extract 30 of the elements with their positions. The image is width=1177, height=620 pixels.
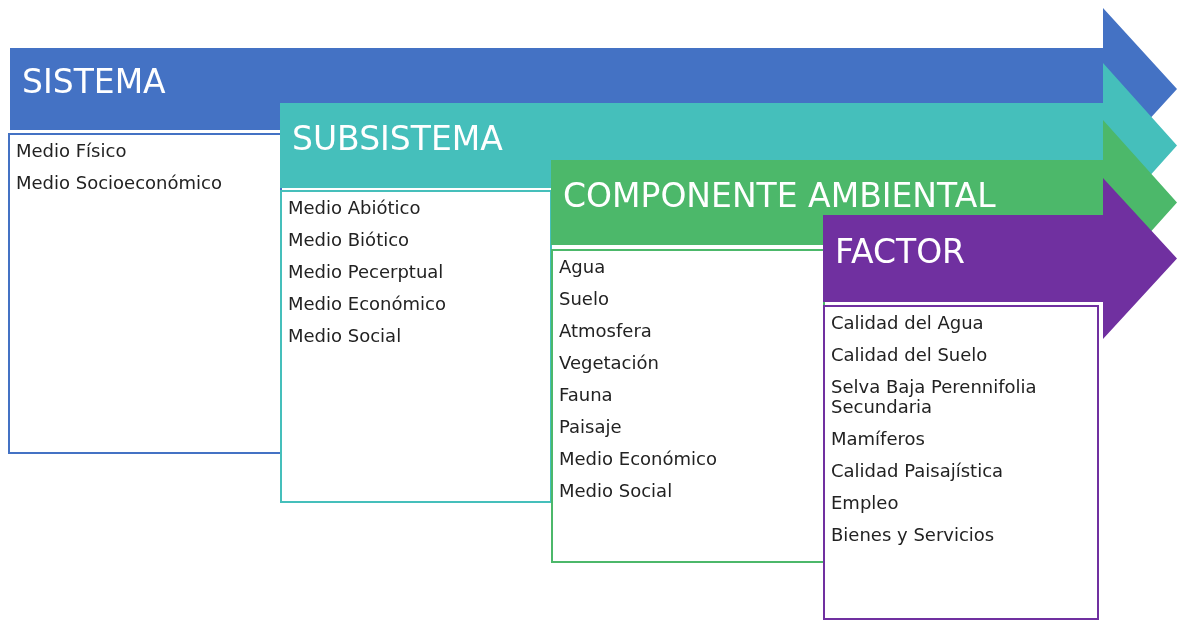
- list-panel: [8, 133, 282, 454]
- list-item: Selva Baja Perennifolia Secundaria: [831, 377, 1038, 417]
- list-panel: [551, 249, 825, 563]
- list-item: Bienes y Servicios: [831, 525, 996, 545]
- banner-heading: COMPONENTE AMBIENTAL: [563, 178, 996, 212]
- list-item: Atmosfera: [559, 321, 653, 341]
- list-item: Medio Físico: [16, 141, 128, 161]
- list-item: Mamíferos: [831, 429, 926, 449]
- list-item: Paisaje: [559, 417, 623, 437]
- list-item: Medio Social: [288, 326, 403, 346]
- banner-heading: SISTEMA: [22, 65, 166, 98]
- list-item: Suelo: [559, 289, 610, 309]
- list-item: Empleo: [831, 493, 900, 513]
- list-item: Medio Económico: [288, 294, 447, 314]
- list-item: Vegetación: [559, 353, 660, 373]
- list-item: Fauna: [559, 385, 614, 405]
- banner-heading: FACTOR: [835, 234, 966, 268]
- list-item: Medio Social: [559, 481, 674, 501]
- list-panel: [823, 305, 1099, 620]
- list-item: Calidad del Agua: [831, 313, 985, 333]
- list-panel: [280, 190, 552, 503]
- list-item: Medio Socioeconómico: [16, 173, 223, 193]
- list-item: Medio Económico: [559, 449, 718, 469]
- list-item: Medio Biótico: [288, 230, 411, 250]
- list-item: Medio Abiótico: [288, 198, 422, 218]
- list-item: Calidad del Suelo: [831, 345, 989, 365]
- list-item: Medio Pecerptual: [288, 262, 445, 282]
- banner-heading: SUBSISTEMA: [292, 121, 503, 155]
- list-item: Agua: [559, 257, 607, 277]
- list-item: Calidad Paisajística: [831, 461, 1005, 481]
